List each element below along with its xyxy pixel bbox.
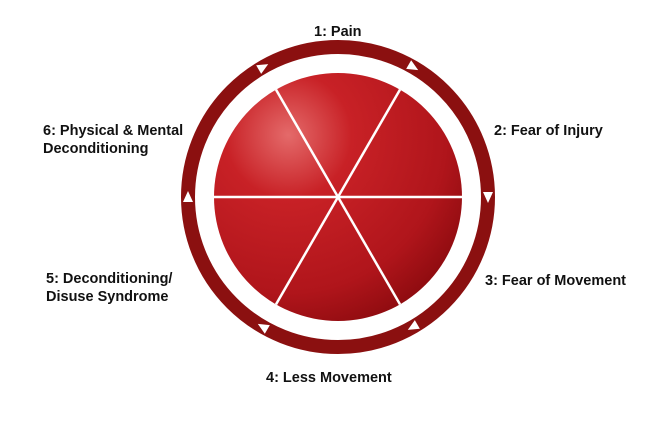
cycle-arrow-1 [256,64,269,74]
stage-label-pain: 1: Pain [314,24,362,40]
cycle-arrow-3 [483,192,493,203]
cycle-arrow-4 [407,320,420,330]
stage-label-deconditioning-disuse: 5: Deconditioning/ Disuse Syndrome [46,271,173,305]
cycle-arrow-5 [257,323,270,334]
stage-label-fear-of-movement: 3: Fear of Movement [485,273,626,289]
stage-label-physical-mental-deconditioning: 6: Physical & Mental Deconditioning [43,123,184,157]
cycle-arrow-6 [183,191,193,202]
stage-label-fear-of-injury: 2: Fear of Injury [494,123,603,139]
cycle-arrow-2 [406,60,419,71]
stage-label-less-movement: 4: Less Movement [266,370,392,386]
segment-divider-3 [274,88,402,306]
